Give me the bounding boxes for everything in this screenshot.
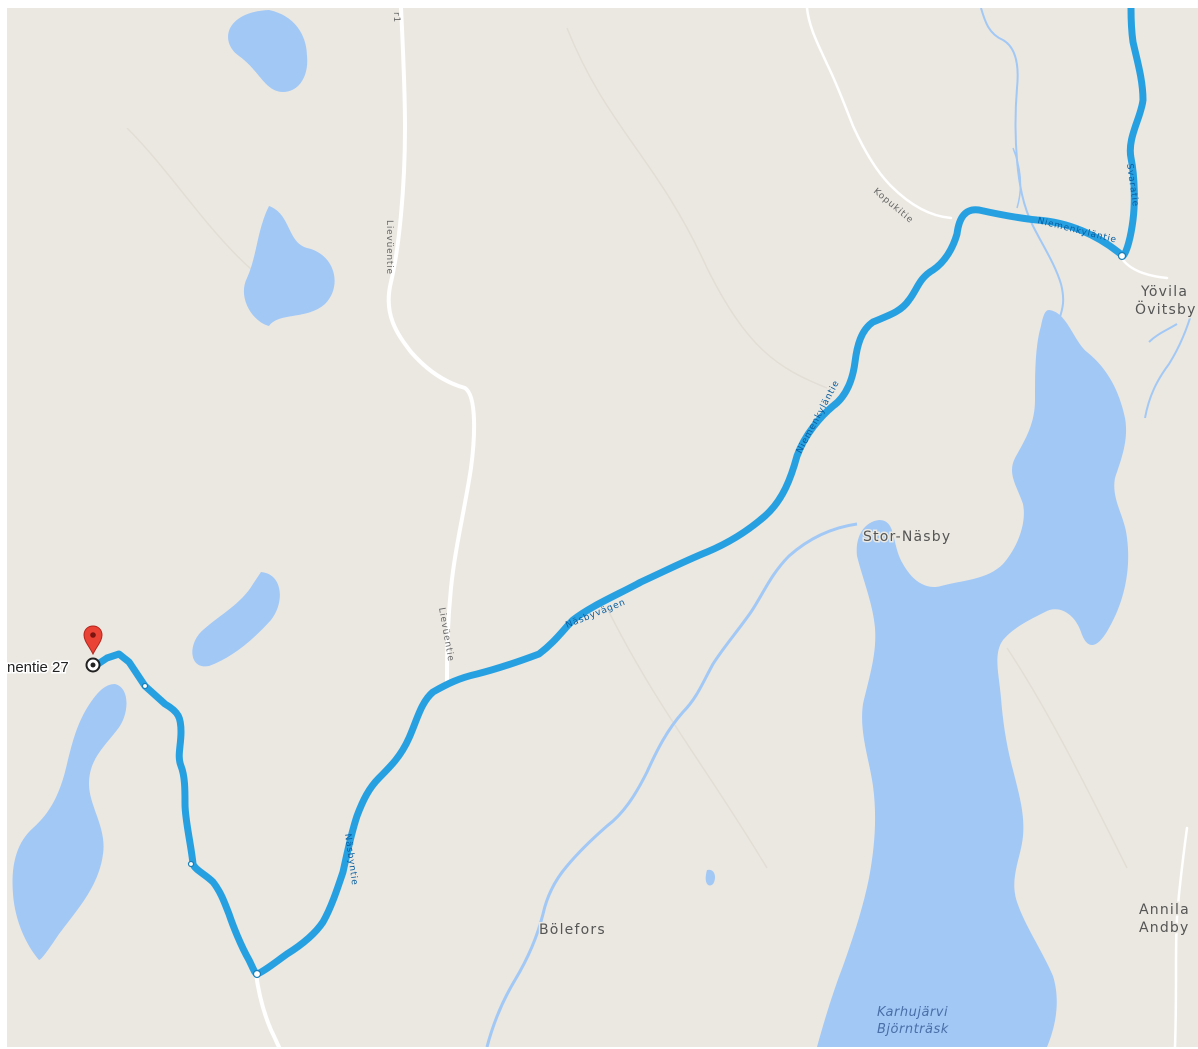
road-east-top: [1121, 258, 1169, 280]
lake-label-fi: Karhujärvi: [877, 1005, 948, 1020]
place-label-bolefors: Bölefors: [539, 922, 606, 938]
lake-karhujarvi: [817, 310, 1129, 1047]
map-pin-icon[interactable]: [83, 625, 103, 656]
place-label-stor-nasby: Stor-Näsby: [863, 529, 951, 545]
stream-stor-nasby: [485, 522, 858, 1047]
place-label-ovitsby: Övitsby: [1135, 300, 1197, 318]
road-lievuentie: [386, 8, 477, 686]
route-line[interactable]: [91, 8, 1147, 978]
road-label-fragment: r1: [391, 12, 401, 23]
map-view[interactable]: r1 Lievüentie Lievüentie Kopukitie Näsby…: [7, 8, 1198, 1047]
route-node: [187, 860, 195, 868]
place-label-andby: Andby: [1139, 920, 1190, 936]
lake-lower-left: [12, 684, 127, 960]
lake-small-mid: [705, 869, 715, 886]
route-node: [1117, 251, 1127, 261]
destination-point-icon[interactable]: [85, 657, 101, 673]
destination-address-label: nentie 27: [7, 659, 69, 676]
stream-north-2: [1012, 147, 1022, 209]
road-east: [1173, 826, 1189, 1047]
lake-label-sv: Björnträsk: [877, 1022, 949, 1037]
road-south: [254, 972, 281, 1047]
place-label-yovila: Yövila: [1140, 284, 1188, 300]
lake-upper-left: [243, 206, 335, 326]
lake-top-left: [228, 10, 308, 92]
stream-east: [1144, 307, 1194, 419]
place-label-annila: Annila: [1139, 902, 1190, 918]
lake-mid-left: [192, 572, 280, 667]
stream-east-2: [1148, 323, 1178, 343]
road-label-lievuentie-1: Lievüentie: [384, 220, 394, 275]
road-kopukitie: [805, 8, 953, 220]
route-node: [252, 969, 262, 979]
route-node: [141, 682, 149, 690]
land-background: [7, 8, 1198, 1047]
